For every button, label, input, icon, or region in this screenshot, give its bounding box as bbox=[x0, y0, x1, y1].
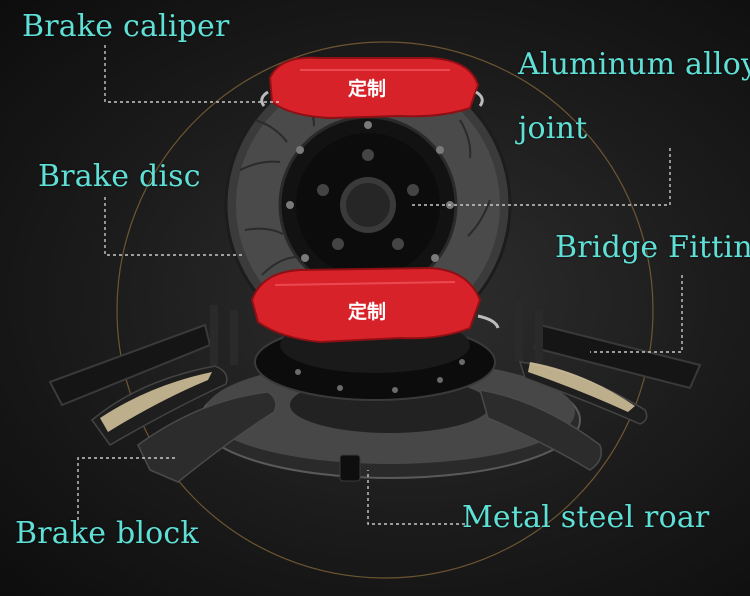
caliper-badge-lower: 定制 bbox=[348, 300, 386, 323]
leader-brake-block bbox=[77, 457, 178, 520]
bridge-bracket-left-icon bbox=[48, 305, 238, 407]
label-aluminum-alloy-joint-line1: Aluminum alloy bbox=[518, 47, 750, 82]
label-brake-disc: Brake disc bbox=[38, 159, 201, 194]
label-metal-steel-roar: Metal steel roar bbox=[462, 500, 710, 535]
brake-caliper-icon: 定制 bbox=[260, 56, 484, 120]
brake-pad-right-icon bbox=[478, 361, 648, 471]
brake-pad-left-icon bbox=[90, 365, 277, 483]
brake-caliper-lower-icon: 定制 bbox=[250, 266, 500, 344]
leader-brake-caliper bbox=[104, 45, 280, 103]
bridge-bracket-right-icon bbox=[515, 302, 702, 390]
label-bridge-fitting: Bridge Fitting bbox=[555, 230, 750, 265]
label-aluminum-alloy-joint-line2: joint bbox=[518, 111, 588, 146]
label-brake-block: Brake block bbox=[15, 516, 199, 551]
leader-lines bbox=[77, 45, 683, 525]
caliper-badge-top: 定制 bbox=[348, 77, 386, 100]
leader-brake-disc bbox=[104, 197, 245, 256]
leader-aluminum-joint bbox=[412, 148, 671, 206]
leader-metal-steel-roar bbox=[367, 470, 465, 525]
leader-bridge-fitting bbox=[590, 275, 683, 353]
label-brake-caliper: Brake caliper bbox=[22, 9, 230, 44]
metal-steel-clip-icon bbox=[339, 454, 361, 482]
orbit-ring bbox=[116, 41, 654, 579]
